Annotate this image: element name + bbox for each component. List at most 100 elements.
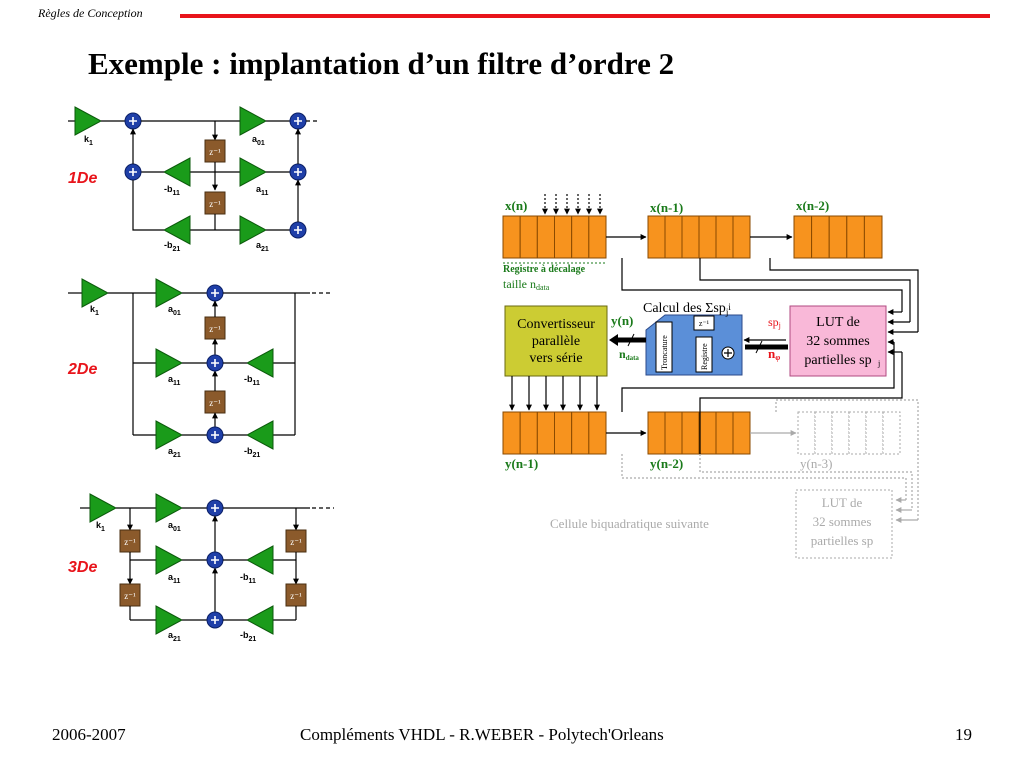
- adder: [289, 221, 307, 239]
- adder: [206, 551, 224, 569]
- delay-label: z⁻¹: [209, 147, 221, 157]
- delay-block: z⁻¹: [204, 316, 226, 340]
- gain-label: a21: [168, 630, 181, 643]
- spj-sub: j: [778, 321, 781, 330]
- signal-wire: [621, 454, 907, 500]
- gain-label: k1: [84, 134, 93, 147]
- lut-spj-sub: j: [877, 359, 880, 368]
- plus-icon: [294, 117, 302, 125]
- bus-slash: [755, 340, 763, 354]
- register-cell: [828, 215, 848, 259]
- register-y-n1: [502, 411, 607, 455]
- gain-triangle: [245, 545, 274, 575]
- lut-text: partielles sp: [804, 353, 871, 368]
- gain-label: a21: [256, 240, 269, 253]
- label-x-n: x(n): [505, 198, 527, 213]
- gain-triangle: [81, 278, 110, 308]
- register-cell: [664, 411, 683, 455]
- shift-register-label: Registre à décalage: [503, 264, 586, 275]
- register-cell: [846, 215, 865, 259]
- gain-triangle: [245, 348, 274, 378]
- delay-label: z⁻¹: [209, 199, 221, 209]
- calc-sup: i: [728, 302, 731, 312]
- plus-icon: [129, 117, 137, 125]
- gain-triangle: [239, 106, 268, 136]
- register-cell: [865, 411, 884, 455]
- signal-wire: [699, 258, 911, 322]
- gain-triangle: [155, 493, 184, 523]
- gain-label: -b11: [244, 374, 260, 387]
- register-cell: [519, 411, 538, 455]
- converter-text: parallèle: [532, 334, 580, 349]
- gain-label: k1: [96, 520, 105, 533]
- taille-subscript: data: [536, 283, 550, 292]
- register-cell: [554, 411, 573, 455]
- label-x-n2: x(n-2): [796, 198, 829, 213]
- gain-label: a11: [256, 184, 269, 197]
- gain-triangle: [155, 420, 184, 450]
- label-ndata: ndata: [619, 347, 639, 362]
- gain-subscript: 21: [173, 246, 181, 253]
- register-x-n1: [647, 215, 751, 259]
- gain-label: a21: [168, 446, 181, 459]
- gain-triangle: [239, 215, 268, 245]
- gain-subscript: 11: [249, 578, 257, 585]
- gain-subscript: 11: [173, 380, 181, 387]
- delay-block: z⁻¹: [285, 583, 307, 607]
- footer-year: 2006-2007: [52, 725, 126, 744]
- register-box: [695, 336, 713, 373]
- register-cell: [793, 215, 813, 259]
- next-cell-label: Cellule biquadratique suivante: [550, 516, 709, 531]
- plus-icon: [294, 226, 302, 234]
- lut-next-text: partielles sp: [811, 533, 873, 548]
- register-y-n3: [797, 411, 901, 455]
- taille-label: taille ndata: [503, 277, 550, 292]
- register-cell: [571, 215, 590, 259]
- gain-subscript: 01: [173, 310, 181, 317]
- adder: [124, 112, 142, 130]
- register-x-n: [502, 215, 607, 259]
- register-cell: [698, 215, 717, 259]
- adder: [206, 499, 224, 517]
- register-cell: [715, 411, 734, 455]
- register-cell: [664, 215, 683, 259]
- plus-icon: [211, 431, 219, 439]
- gain-label: k1: [90, 304, 99, 317]
- gain-triangle: [155, 348, 184, 378]
- gain-label: -b21: [164, 240, 180, 253]
- register-cell: [863, 215, 883, 259]
- gain-label: a11: [168, 572, 181, 585]
- register-cell: [571, 411, 590, 455]
- troncature-label: Troncature: [660, 335, 669, 370]
- troncature-box: [655, 321, 673, 373]
- gain-label: a11: [168, 374, 181, 387]
- gain-subscript: 21: [249, 636, 257, 643]
- register-cell: [681, 411, 700, 455]
- adder: [124, 163, 142, 181]
- gain-label: a01: [252, 134, 265, 147]
- label-x-n1: x(n-1): [650, 200, 683, 215]
- register-cell: [715, 215, 734, 259]
- gain-label: a01: [168, 520, 181, 533]
- signal-wire: [699, 352, 903, 454]
- z1-box: [693, 315, 715, 331]
- plus-icon: [129, 168, 137, 176]
- register-cell: [588, 215, 607, 259]
- adder: [206, 426, 224, 444]
- form-label: 2De: [67, 361, 97, 378]
- form-label: 3De: [68, 559, 97, 576]
- lut-text: 32 sommes: [806, 334, 869, 349]
- delay-label: z⁻¹: [290, 591, 302, 601]
- signal-wire: [621, 342, 895, 412]
- calc-sub: j: [725, 307, 729, 317]
- register-cell: [536, 215, 555, 259]
- register-cell: [831, 411, 850, 455]
- lut-text: LUT de: [816, 315, 860, 330]
- lut-next-box: [795, 489, 893, 559]
- register-cell: [502, 215, 521, 259]
- gain-triangle: [245, 420, 274, 450]
- register-y-n2: [647, 411, 751, 455]
- gain-triangle: [239, 157, 268, 187]
- signal-wire: [621, 258, 903, 312]
